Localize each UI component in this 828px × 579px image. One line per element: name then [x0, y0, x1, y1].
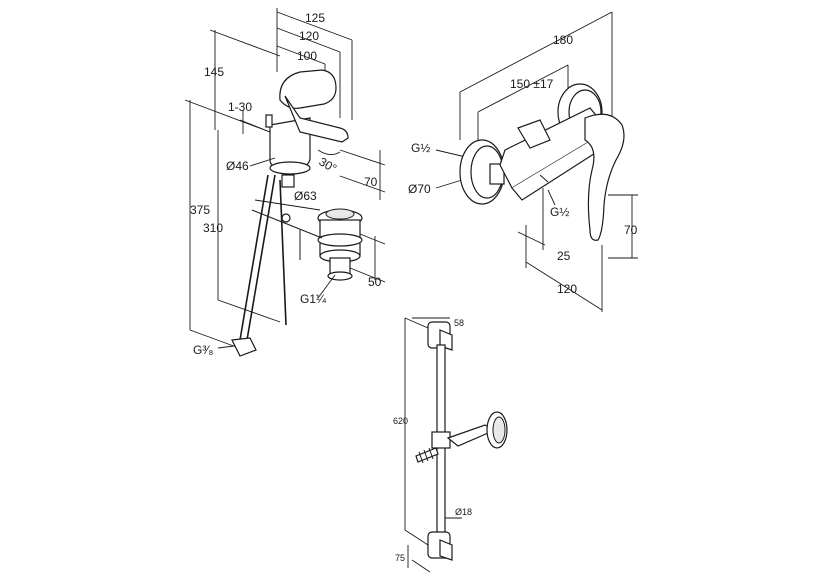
- dim-375: 375: [190, 203, 210, 217]
- dim-75: 75: [395, 553, 405, 563]
- dim-100: 100: [297, 49, 317, 63]
- thread-g1-1-4: G1¼: [300, 292, 327, 306]
- thread-g1-2-left: G½: [411, 141, 430, 155]
- wall-mixer-drawing: [435, 11, 638, 312]
- dim-30-degree: 30°: [317, 154, 340, 175]
- dim-1-30: 1-30: [228, 100, 252, 114]
- dim-dia-63: Ø63: [294, 189, 317, 203]
- dim-145: 145: [204, 65, 224, 79]
- dim-125: 125: [305, 11, 325, 25]
- dim-180: 180: [553, 33, 573, 47]
- dim-310: 310: [203, 221, 223, 235]
- dim-620: 620: [393, 416, 408, 426]
- dim-70-faucet: 70: [364, 175, 378, 189]
- dim-50: 50: [368, 275, 382, 289]
- dim-dia-18: Ø18: [455, 507, 472, 517]
- dim-dia-70: Ø70: [408, 182, 431, 196]
- basin-faucet-drawing: [184, 8, 386, 357]
- shower-rail-drawing: [404, 317, 508, 573]
- dim-120-mixer: 120: [557, 282, 577, 296]
- dim-70-mixer: 70: [624, 223, 638, 237]
- dim-150-tolerance: 150 ±17: [510, 77, 554, 91]
- dim-25: 25: [557, 249, 571, 263]
- thread-g1-2-right: G½: [550, 205, 569, 219]
- dim-58: 58: [454, 318, 464, 328]
- dim-dia-46: Ø46: [226, 159, 249, 173]
- dim-120: 120: [299, 29, 319, 43]
- thread-g3-8: G³⁄₈: [193, 343, 213, 357]
- popup-waste: [251, 208, 363, 281]
